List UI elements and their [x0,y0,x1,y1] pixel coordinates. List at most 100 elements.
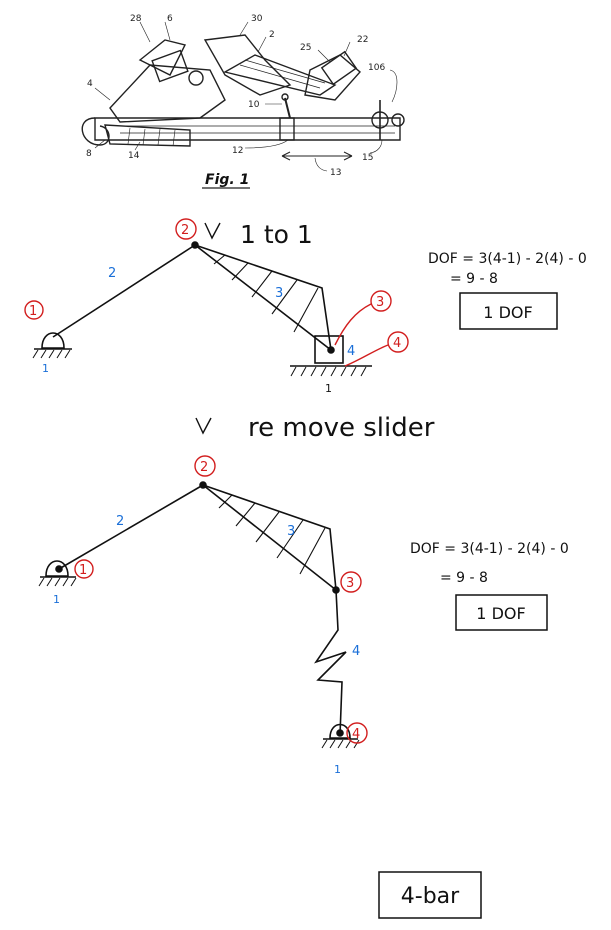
part-label: 2 [269,30,275,40]
link-label: 2 [108,266,116,281]
joint-2-marker [194,455,216,477]
joint-label: 2 [200,460,208,475]
link-label: 3 [275,286,283,301]
dof-equation: DOF = 3(4-1) - 2(4) - 0 [410,541,569,557]
part-label: 25 [300,43,311,53]
joint-4-marker [346,722,368,744]
dof-result: = 9 - 8 [440,570,488,586]
joint-1-marker [74,559,94,579]
down-arrow-icon [204,222,221,240]
coupler-hatch [213,254,319,333]
part-label: 30 [251,14,263,24]
joint-4-pin [336,729,344,737]
leader [343,41,351,57]
arm-line [244,59,326,84]
leader [389,69,398,103]
link-4-spring [313,589,347,736]
hatch [172,129,176,147]
module-box [151,49,189,83]
link-3 [202,484,337,592]
conclusion-text: 4-bar [401,884,460,909]
part-label: 10 [248,100,260,110]
joint-2-pin [191,241,199,249]
lower-tube [104,124,191,147]
pivot-circle [188,70,204,86]
part-label: 8 [86,149,92,159]
figure-caption: Fig. 1 [205,172,249,188]
part-label: 14 [128,151,140,161]
link-3 [194,244,333,352]
leader [139,21,151,43]
leader [317,49,331,63]
link-10 [284,97,291,119]
dof-result: = 9 - 8 [450,271,498,287]
joint-label: 2 [181,223,189,238]
joint-label: 3 [346,576,354,591]
part-label: 22 [357,35,368,45]
diagram-1-labels: 1 2 3 4 2 3 4 1 1 1 to 1 [29,220,401,395]
down-arrow-icon [195,417,212,435]
front-module [304,54,361,101]
leader [134,141,141,151]
link-2 [58,484,204,570]
leader [94,87,111,101]
part-label: 12 [232,146,243,156]
link-label: 4 [352,644,360,659]
ground-hatch [38,577,77,587]
front-knob [391,113,405,127]
joint-label: 1 [29,304,37,319]
link-label: 1 [325,382,332,395]
rear-loop [81,117,110,146]
arm-assembly [203,34,292,96]
diagram-2-labels: 1 2 3 4 2 3 4 1 1 [53,460,360,776]
diagram-1 [32,222,372,377]
part-label: 15 [362,153,373,163]
diagram-2-joint-markers [74,455,368,744]
leader [257,36,267,53]
joint-2-marker [175,218,197,240]
dof-box-text: 1 DOF [476,604,525,623]
slider-ground-hatch [290,366,367,377]
dof-calc-2: DOF = 3(4-1) - 2(4) - 0 = 9 - 8 [410,541,569,586]
upper-module [138,39,187,76]
part-label: 28 [130,14,142,24]
dof-calc-1: DOF = 3(4-1) - 2(4) - 0 = 9 - 8 [428,251,587,287]
leader [369,139,383,154]
pin [281,93,289,101]
joint-label: 4 [393,336,401,351]
dof-box-1 [459,292,558,330]
diagram-2 [38,481,360,749]
joint-4-marker [387,331,409,353]
ground-pivot [329,723,351,739]
hatch [142,128,146,146]
link-label: 4 [347,344,355,359]
leader [164,21,171,41]
part-label: 13 [330,168,341,178]
ground-hatch [32,349,71,359]
hatch [157,128,161,146]
slider-pin [327,346,335,354]
dof-equation: DOF = 3(4-1) - 2(4) - 0 [428,251,587,267]
diagram-1-joint-markers [24,218,409,367]
part-label: 4 [87,79,93,89]
leader [244,139,289,149]
joint-3-marker [340,571,362,593]
patent-figure [81,21,405,189]
joint-1-marker [24,300,44,320]
part-label: 6 [167,14,173,24]
forward-arm [223,54,337,96]
front-wheel [371,111,389,129]
link-label: 2 [116,514,124,529]
coupler-hatch [218,494,326,575]
base-rail [94,117,401,141]
joint-label: 3 [376,295,384,310]
link-label: 3 [287,524,295,539]
link-label: 1 [53,593,60,606]
front-box [320,50,358,86]
slider-block [314,335,344,364]
joint-label: 4 [352,727,360,742]
patent-part-labels: 28 6 30 2 22 25 106 4 10 8 14 12 15 13 [86,14,385,178]
link-label: 1 [42,362,49,375]
link-2 [52,244,196,338]
mapping-note: 1 to 1 [240,220,313,249]
